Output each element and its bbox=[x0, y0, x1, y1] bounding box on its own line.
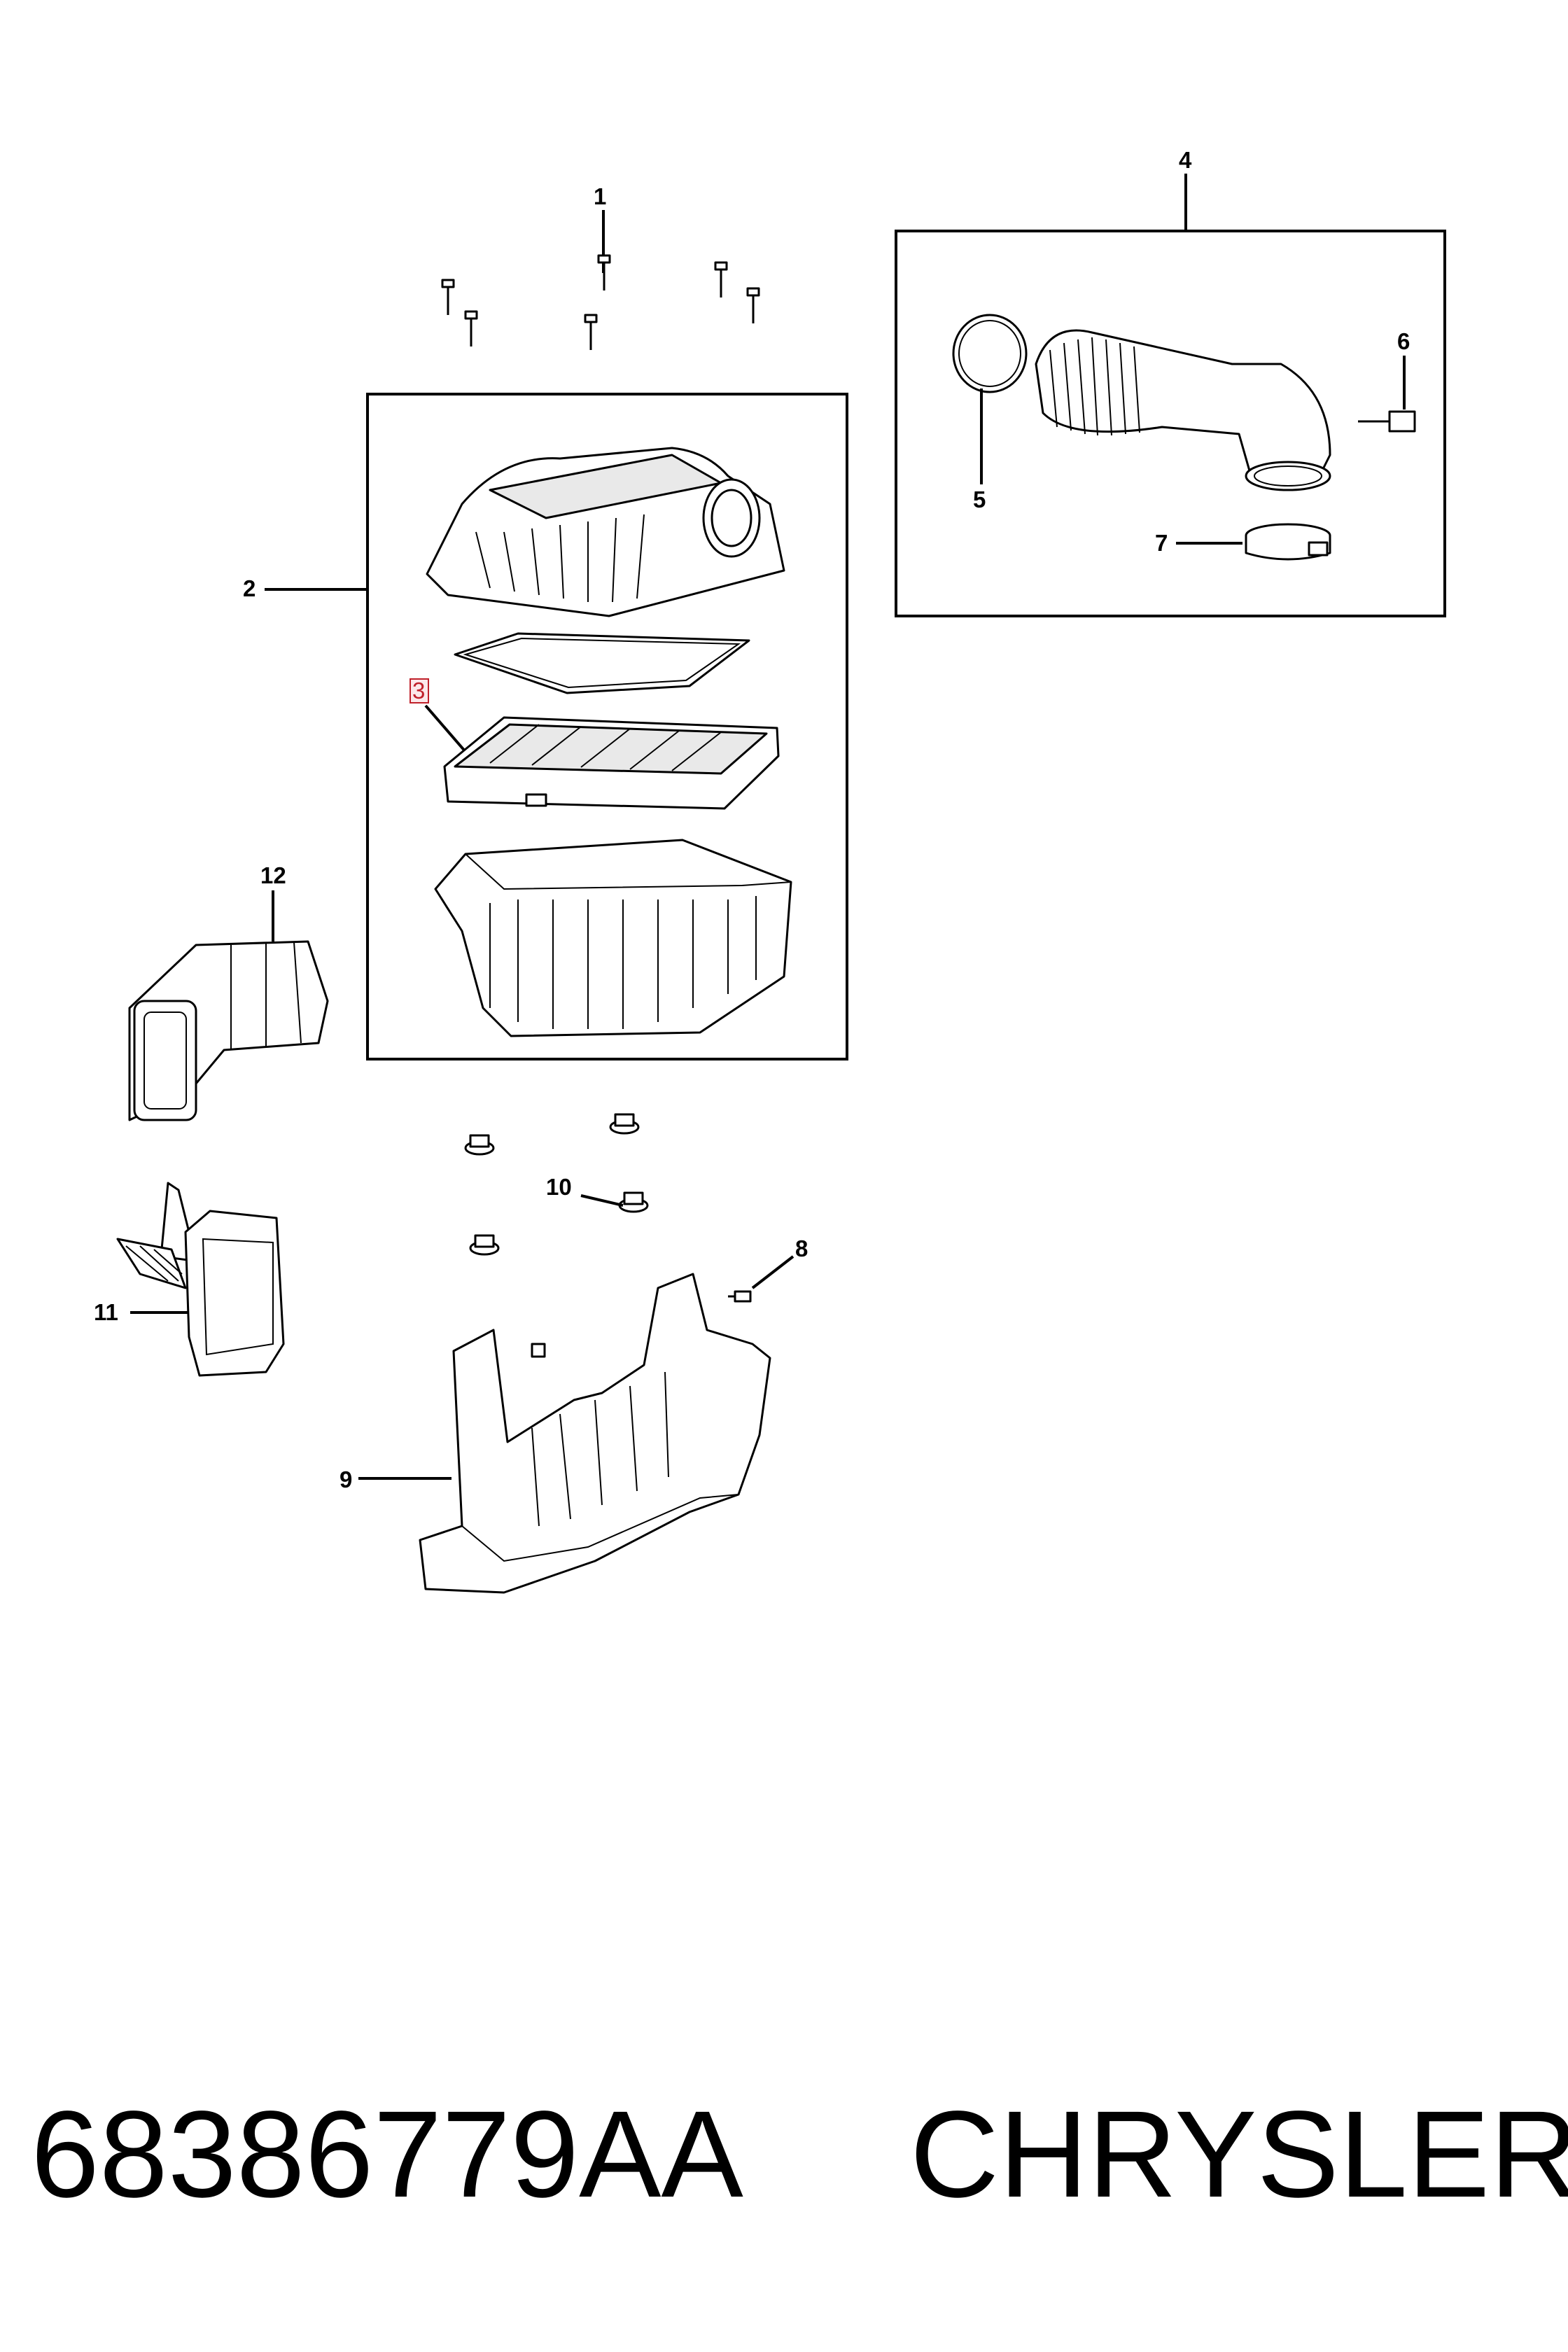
callout-6: 6 bbox=[1397, 328, 1410, 410]
callout-9: 9 bbox=[340, 1466, 451, 1492]
callout-10-label: 10 bbox=[546, 1174, 572, 1200]
bolt bbox=[464, 310, 478, 346]
nut bbox=[618, 1191, 649, 1213]
housing-cover bbox=[426, 447, 785, 617]
air-temp-sensor bbox=[1358, 410, 1416, 433]
callout-3-highlight bbox=[410, 678, 429, 704]
part-number: 68386779AA bbox=[31, 2086, 743, 2223]
bolt bbox=[584, 314, 598, 350]
callout-11-label: 11 bbox=[94, 1299, 118, 1325]
air-inlet-duct bbox=[128, 940, 329, 1121]
callout-2-label: 2 bbox=[243, 575, 255, 601]
callout-3: 3 bbox=[410, 678, 472, 759]
air-filter-element[interactable] bbox=[443, 716, 780, 810]
outlet-clamp bbox=[1245, 523, 1331, 561]
bolt bbox=[597, 254, 611, 290]
bolt bbox=[441, 279, 455, 315]
callout-2: 2 bbox=[243, 575, 368, 601]
callout-8: 8 bbox=[751, 1236, 808, 1289]
inlet-hose bbox=[1035, 329, 1331, 491]
lower-housing bbox=[434, 839, 792, 1037]
nuts-group bbox=[464, 1113, 649, 1256]
housing-gasket bbox=[454, 632, 750, 694]
air-box-support-tray bbox=[419, 1273, 771, 1594]
callout-7-label: 7 bbox=[1155, 530, 1168, 556]
nut bbox=[469, 1234, 500, 1256]
bolt bbox=[746, 287, 760, 323]
callout-1-label: 1 bbox=[594, 183, 606, 209]
callout-6-label: 6 bbox=[1397, 328, 1410, 354]
callout-9-label: 9 bbox=[340, 1466, 352, 1492]
callout-12-label: 12 bbox=[260, 862, 286, 888]
callout-7: 7 bbox=[1155, 530, 1242, 556]
callout-3-label: 3 bbox=[412, 678, 425, 704]
hose-clamp bbox=[952, 314, 1028, 393]
nut bbox=[464, 1134, 495, 1156]
nut bbox=[609, 1113, 640, 1135]
air-duct-bracket bbox=[116, 1182, 285, 1377]
bolt bbox=[714, 261, 728, 298]
callout-5-label: 5 bbox=[973, 486, 986, 512]
inlet-hose-assembly-frame bbox=[895, 230, 1446, 617]
callout-8-label: 8 bbox=[795, 1236, 808, 1261]
callout-4: 4 bbox=[1179, 147, 1192, 231]
callout-12: 12 bbox=[260, 862, 286, 941]
callout-11: 11 bbox=[94, 1299, 188, 1325]
air-cleaner-assembly-frame bbox=[366, 393, 848, 1060]
bolts-group bbox=[441, 254, 760, 350]
callout-5: 5 bbox=[973, 388, 986, 512]
callout-10: 10 bbox=[546, 1174, 624, 1207]
brand-name: CHRYSLER bbox=[910, 2086, 1568, 2223]
callout-4-label: 4 bbox=[1179, 147, 1192, 173]
bracket-bolt bbox=[728, 1290, 752, 1303]
